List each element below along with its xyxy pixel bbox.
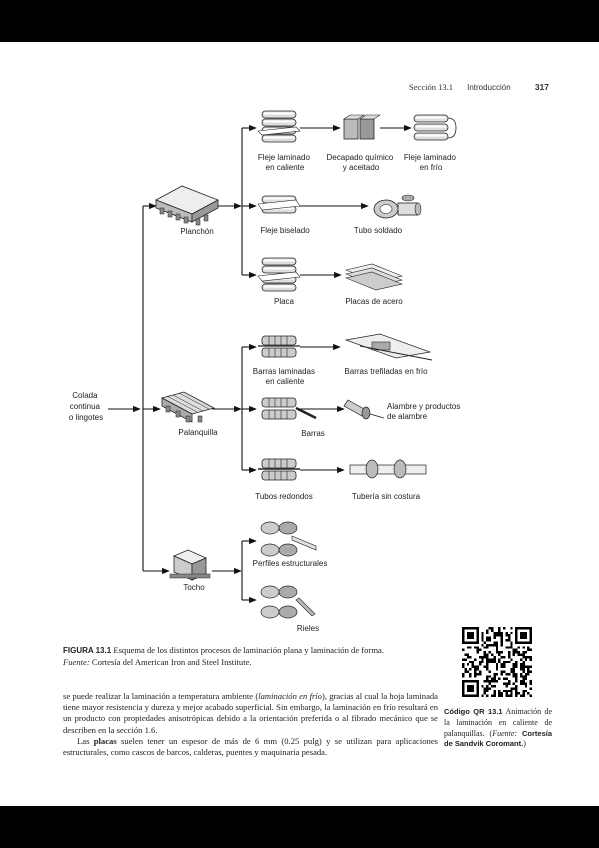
body-text: se puede realizar la laminación a temper… [63, 691, 438, 758]
source-label: Colada continua o lingotes [69, 391, 103, 422]
bloom-label: Tocho [183, 583, 205, 592]
cold-drawn-bars-label: Barras trefiladas en frío [344, 367, 428, 376]
hot-rolled-strip-label: Fleje laminado en caliente [258, 153, 312, 172]
cold-drawn-bars-icon [344, 333, 433, 361]
wire-label: Alambre y productos de alambre [387, 402, 463, 421]
skelp-icon [257, 195, 301, 214]
slab-icon [155, 185, 219, 226]
slab-label: Planchón [180, 227, 213, 236]
rails-label: Rieles [297, 624, 319, 633]
round-tubes-icon [258, 458, 300, 481]
header-section: Sección 13.1 [409, 82, 453, 92]
qr-code-icon[interactable] [462, 627, 532, 697]
cold-rolled-strip-icon [413, 114, 457, 141]
bars-label: Barras [301, 429, 325, 438]
figure-caption: FIGURA 13.1 Esquema de los distintos pro… [63, 645, 438, 668]
seamless-pipe-label: Tubería sin costura [352, 492, 421, 501]
hot-rolled-bars-icon [258, 335, 300, 358]
steel-plates-label: Placas de acero [345, 297, 403, 306]
bars-icon [261, 397, 317, 420]
page-number: 317 [534, 82, 549, 92]
qr-caption-text: Animación de la laminación en caliente d… [444, 707, 552, 738]
qr-source-label: Fuente: [492, 728, 518, 738]
steel-plates-icon [344, 263, 404, 291]
qr-label: Código QR 13.1 [444, 707, 503, 716]
rails-icon [260, 585, 316, 619]
pickling-tanks-icon [343, 114, 381, 140]
page-header: Sección 13.1 Introducción 317 [409, 82, 549, 92]
billet-label: Palanquilla [178, 428, 218, 437]
paragraph-1: se puede realizar la laminación a temper… [63, 691, 438, 735]
figure-source-label: Fuente: [63, 656, 90, 667]
plates-term: placas [93, 735, 117, 746]
plate-label: Placa [274, 297, 295, 306]
bottom-black-bar [0, 806, 599, 848]
welded-pipe-label: Tubo soldado [354, 226, 403, 235]
hot-rolled-bars-label: Barras laminadas en caliente [253, 367, 317, 386]
cold-rolled-strip-label: Fleje laminado en frío [404, 153, 458, 172]
structural-shapes-label: Perfiles estructurales [253, 559, 328, 568]
paragraph-2: Las placas suelen tener un espesor de má… [63, 735, 438, 758]
top-black-bar [0, 0, 599, 42]
seamless-pipe-icon [349, 459, 427, 479]
round-tubes-label: Tubos redondos [255, 492, 313, 501]
figure-source-text: Cortesía del American Iron and Steel Ins… [91, 656, 252, 667]
wire-icon [343, 399, 385, 420]
welded-pipe-icon [373, 194, 422, 219]
skelp-label: Fleje biselado [260, 226, 310, 235]
hot-rolled-strip-icon [257, 110, 301, 143]
figure-label: FIGURA 13.1 [63, 646, 112, 655]
plate-icon [257, 257, 301, 292]
cold-rolling-term: laminación en frío [258, 691, 322, 701]
qr-source-text: Cortesía de Sandvik Coromant. [444, 728, 552, 749]
billet-icon [160, 391, 216, 423]
qr-caption: Código QR 13.1 Animación de la laminació… [444, 707, 552, 749]
pickling-label: Decapado químico y aceitado [327, 153, 396, 172]
figure-caption-text: Esquema de los distintos procesos de lam… [113, 645, 384, 655]
bloom-icon [169, 549, 211, 581]
structural-shapes-icon [260, 521, 317, 557]
header-title: Introducción [467, 83, 511, 92]
